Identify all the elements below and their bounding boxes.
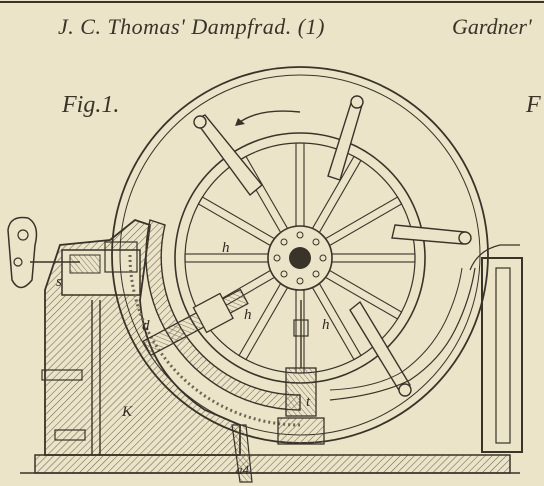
duct-line-2 (329, 267, 463, 391)
base-plate (20, 454, 520, 474)
right-frame (469, 244, 523, 453)
label-k: K (122, 404, 133, 420)
label-s: s (56, 274, 62, 290)
label-h-upper: h (222, 240, 230, 256)
piston-d (142, 288, 249, 357)
label-a4: a4 (236, 462, 249, 477)
adjacent-plate-title: Gardner' (452, 14, 532, 39)
figure-label: Fig.1. (62, 92, 120, 118)
frame-posts (41, 300, 101, 455)
adjacent-figure-label: F (526, 92, 541, 118)
label-h-left: h (244, 307, 252, 323)
duct-line (329, 267, 476, 401)
label-t: t (306, 394, 311, 410)
label-h-right: h (322, 317, 330, 333)
rotation-arrow (235, 110, 301, 126)
valve-lever (7, 216, 80, 289)
label-d: d (142, 318, 150, 334)
paddle-arms (193, 95, 472, 397)
exhaust-pipe (231, 424, 253, 483)
valve-t (277, 300, 325, 445)
wheel-hub (267, 225, 333, 291)
plate-title: J. C. Thomas' Dampfrad. (1) (58, 14, 325, 39)
